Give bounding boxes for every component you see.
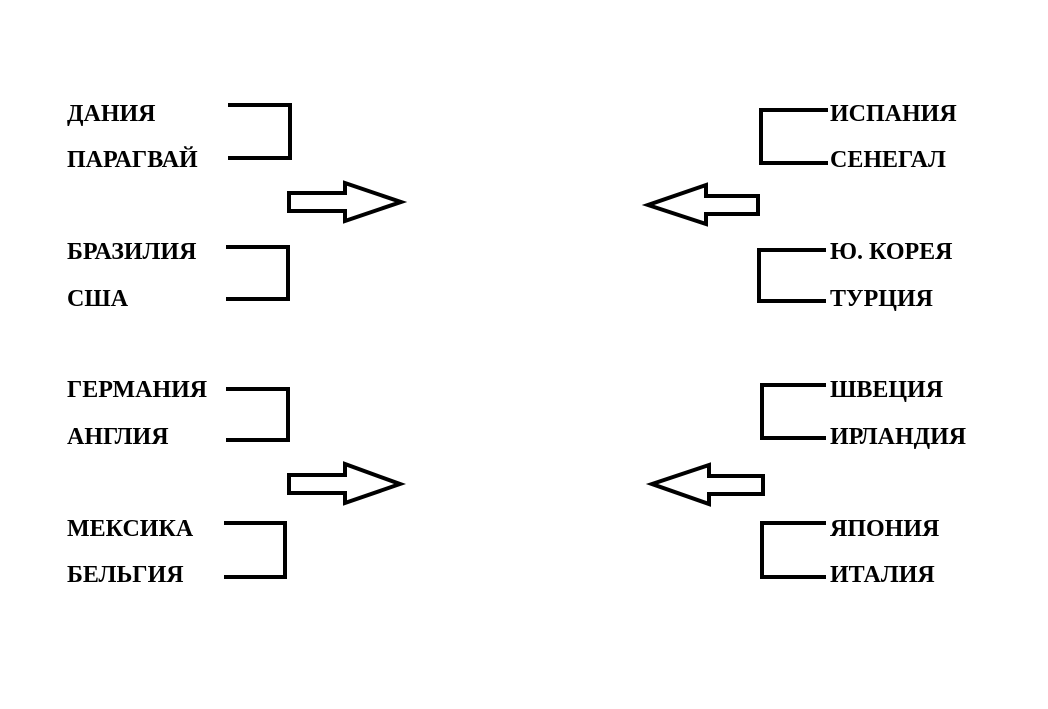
right-bracket-3 xyxy=(760,383,826,440)
team-left-1: ДАНИЯ xyxy=(67,101,156,127)
team-left-7: МЕКСИКА xyxy=(67,516,194,542)
left-arrow-top xyxy=(641,182,760,227)
team-left-8: БЕЛЬГИЯ xyxy=(67,562,184,588)
right-bracket-4 xyxy=(760,521,826,579)
right-bracket-1 xyxy=(759,108,828,165)
team-left-4: США xyxy=(67,286,129,312)
team-left-2: ПАРАГВАЙ xyxy=(67,147,198,173)
team-right-5: ШВЕЦИЯ xyxy=(830,377,944,403)
team-left-3: БРАЗИЛИЯ xyxy=(67,239,197,265)
team-left-6: АНГЛИЯ xyxy=(67,424,169,450)
left-bracket-2 xyxy=(226,245,290,301)
team-right-1: ИСПАНИЯ xyxy=(830,101,957,127)
team-right-6: ИРЛАНДИЯ xyxy=(830,424,967,450)
right-arrow-top xyxy=(287,180,408,224)
left-bracket-3 xyxy=(226,387,290,442)
right-arrow-bottom xyxy=(287,461,406,506)
team-left-5: ГЕРМАНИЯ xyxy=(67,377,208,403)
left-arrow-bottom xyxy=(645,462,765,507)
team-right-8: ИТАЛИЯ xyxy=(830,562,935,588)
team-right-3: Ю. КОРЕЯ xyxy=(830,239,953,265)
team-right-2: СЕНЕГАЛ xyxy=(830,147,946,173)
right-bracket-2 xyxy=(757,248,826,303)
team-right-7: ЯПОНИЯ xyxy=(830,516,940,542)
left-bracket-4 xyxy=(224,521,287,579)
left-bracket-1 xyxy=(228,103,292,160)
team-right-4: ТУРЦИЯ xyxy=(830,286,933,312)
